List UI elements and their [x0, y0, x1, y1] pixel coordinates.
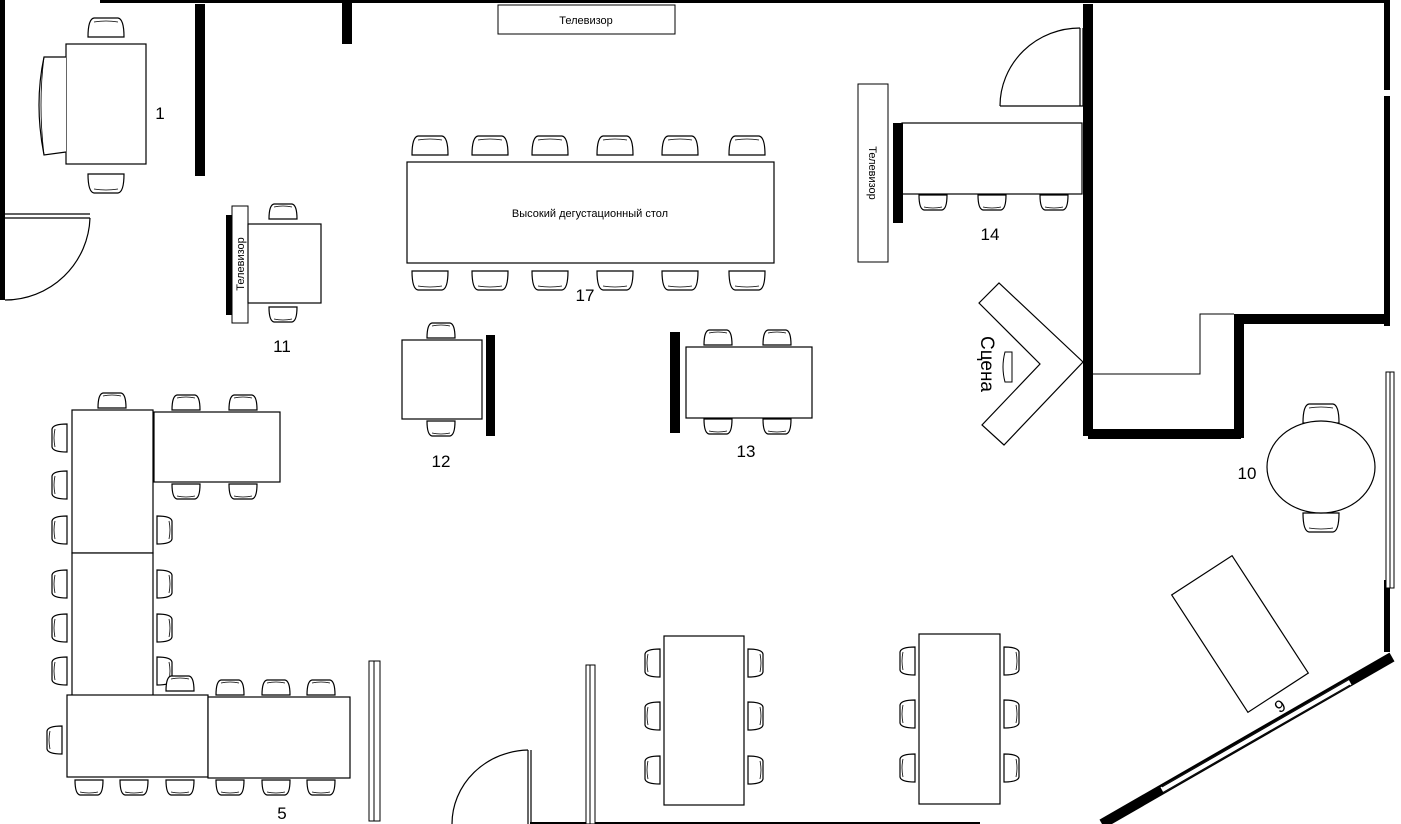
table-12-number: 12 — [432, 452, 451, 471]
wall-left — [0, 0, 5, 300]
table-5-chairs-bottom — [74, 779, 336, 796]
door-top-right — [999, 27, 1084, 107]
tv-left-label: Телевизор — [235, 237, 247, 291]
table-13: 13 — [670, 329, 813, 461]
table-17: Высокий дегустационный стол 17 — [406, 135, 775, 305]
table-9: 9 — [1170, 554, 1310, 717]
table-bottom-b — [899, 633, 1020, 805]
table-5-number: 5 — [277, 804, 286, 823]
table-5-chairs-left — [46, 423, 68, 755]
table-11-number: 11 — [273, 337, 291, 356]
table-14: 14 — [893, 122, 1083, 244]
table-14-divider — [893, 123, 903, 223]
table-1-number: 1 — [155, 104, 164, 123]
table-17-number: 17 — [576, 286, 595, 305]
tasting-table-label: Высокий дегустационный стол — [512, 208, 668, 220]
tv-top-label: Телевизор — [559, 15, 613, 27]
table-14-number: 14 — [981, 225, 1000, 244]
partition-top-stub — [342, 0, 352, 44]
wall-right-lower — [1384, 580, 1390, 652]
wall-backroom-bottom — [1088, 429, 1241, 439]
table-13-number: 13 — [737, 442, 756, 461]
table-11: 11 — [247, 203, 322, 356]
wall-right-mid — [1384, 96, 1390, 326]
stage-label: Сцена — [976, 336, 997, 392]
tv-left: Телевизор — [226, 205, 249, 324]
wall-backroom-top — [1234, 314, 1386, 324]
table-bottom-a — [644, 635, 764, 806]
wall-backroom-inner — [1234, 314, 1244, 438]
table-5-chairs-inner — [156, 515, 173, 686]
wall-top — [100, 0, 1390, 3]
table-10-number: 10 — [1238, 464, 1257, 483]
tv-right: Телевизор — [857, 83, 889, 263]
stage: Сцена — [976, 282, 1084, 446]
wall-backroom-vertical — [1083, 4, 1093, 436]
tv-top: Телевизор — [497, 4, 676, 35]
table-13-divider — [670, 332, 680, 433]
table-12-divider — [486, 335, 495, 436]
partition-left-top — [195, 4, 205, 176]
wall-right-upper — [1384, 0, 1390, 90]
stage-chair — [1002, 351, 1013, 383]
table-10: 10 — [1238, 403, 1376, 533]
sofa-table-1 — [38, 56, 67, 156]
table-12: 12 — [401, 322, 495, 471]
table-17-chairs-top — [411, 135, 766, 156]
door-bottom — [451, 749, 532, 824]
tv-right-label: Телевизор — [866, 146, 878, 200]
table-5: 5 — [46, 392, 351, 823]
doors — [4, 27, 1084, 824]
door-left — [4, 213, 91, 301]
backroom-step — [1093, 313, 1234, 375]
table-1: 1 — [38, 17, 165, 194]
